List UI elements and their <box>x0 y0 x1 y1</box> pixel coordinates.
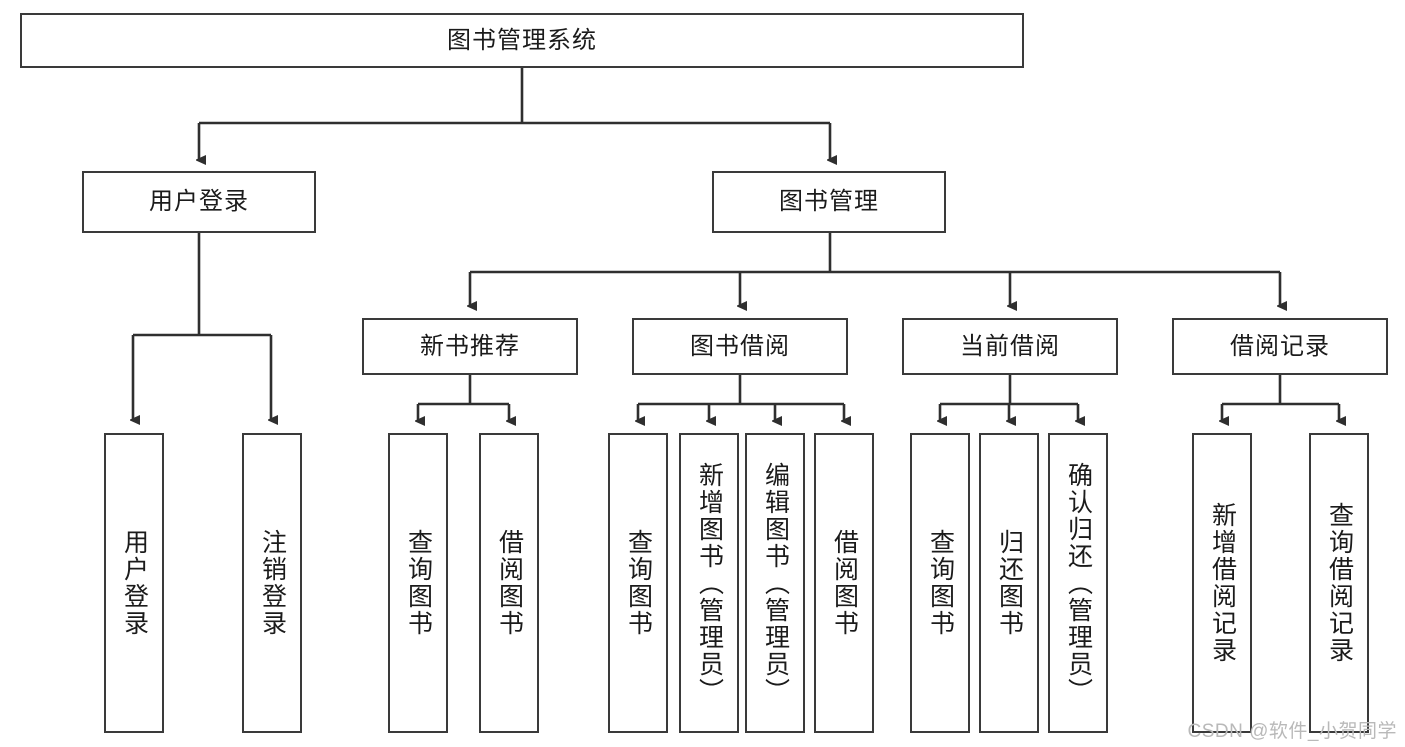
leaf-user-login-signin[interactable]: 用户登录 <box>104 433 164 733</box>
leaf-current-query-book[interactable]: 查询图书 <box>910 433 970 733</box>
node-root[interactable]: 图书管理系统 <box>20 13 1024 68</box>
node-label: 新增借阅记录 <box>1208 502 1237 664</box>
leaf-borrow-add-book-admin[interactable]: 新增图书（管理员） <box>679 433 739 733</box>
node-label: 归还图书 <box>995 529 1024 637</box>
node-label: 借阅图书 <box>830 529 859 637</box>
node-label: 图书借阅 <box>690 332 790 360</box>
node-label: 图书管理 <box>779 188 879 215</box>
leaf-borrow-query-book[interactable]: 查询图书 <box>608 433 668 733</box>
node-label: 图书管理系统 <box>447 26 597 54</box>
node-label: 新书推荐 <box>420 332 520 360</box>
node-label: 编辑图书（管理员） <box>761 461 790 705</box>
csdn-watermark: CSDN @软件_小贺同学 <box>1187 721 1397 742</box>
node-book-management[interactable]: 图书管理 <box>712 171 946 233</box>
leaf-user-login-signout[interactable]: 注销登录 <box>242 433 302 733</box>
node-label: 查询图书 <box>404 529 433 637</box>
leaf-record-query-record[interactable]: 查询借阅记录 <box>1309 433 1369 733</box>
leaf-new-book-borrow[interactable]: 借阅图书 <box>479 433 539 733</box>
leaf-new-book-query[interactable]: 查询图书 <box>388 433 448 733</box>
node-user-login[interactable]: 用户登录 <box>82 171 316 233</box>
leaf-borrow-borrow-book[interactable]: 借阅图书 <box>814 433 874 733</box>
node-label: 借阅记录 <box>1230 332 1330 360</box>
node-label: 用户登录 <box>149 188 249 215</box>
node-label: 确认归还（管理员） <box>1064 461 1093 705</box>
node-label: 注销登录 <box>258 529 287 637</box>
node-label: 查询图书 <box>624 529 653 637</box>
node-label: 用户登录 <box>120 529 149 637</box>
node-book-borrow[interactable]: 图书借阅 <box>632 318 848 375</box>
leaf-borrow-edit-book-admin[interactable]: 编辑图书（管理员） <box>745 433 805 733</box>
leaf-current-return-book[interactable]: 归还图书 <box>979 433 1039 733</box>
node-label: 借阅图书 <box>495 529 524 637</box>
leaf-record-add-record[interactable]: 新增借阅记录 <box>1192 433 1252 733</box>
leaf-current-confirm-return-admin[interactable]: 确认归还（管理员） <box>1048 433 1108 733</box>
node-label: 查询借阅记录 <box>1325 502 1354 664</box>
node-label: 当前借阅 <box>960 332 1060 360</box>
node-label: 查询图书 <box>926 529 955 637</box>
node-label: 新增图书（管理员） <box>695 461 724 705</box>
node-new-book-recommend[interactable]: 新书推荐 <box>362 318 578 375</box>
node-borrow-record[interactable]: 借阅记录 <box>1172 318 1388 375</box>
node-current-borrow[interactable]: 当前借阅 <box>902 318 1118 375</box>
